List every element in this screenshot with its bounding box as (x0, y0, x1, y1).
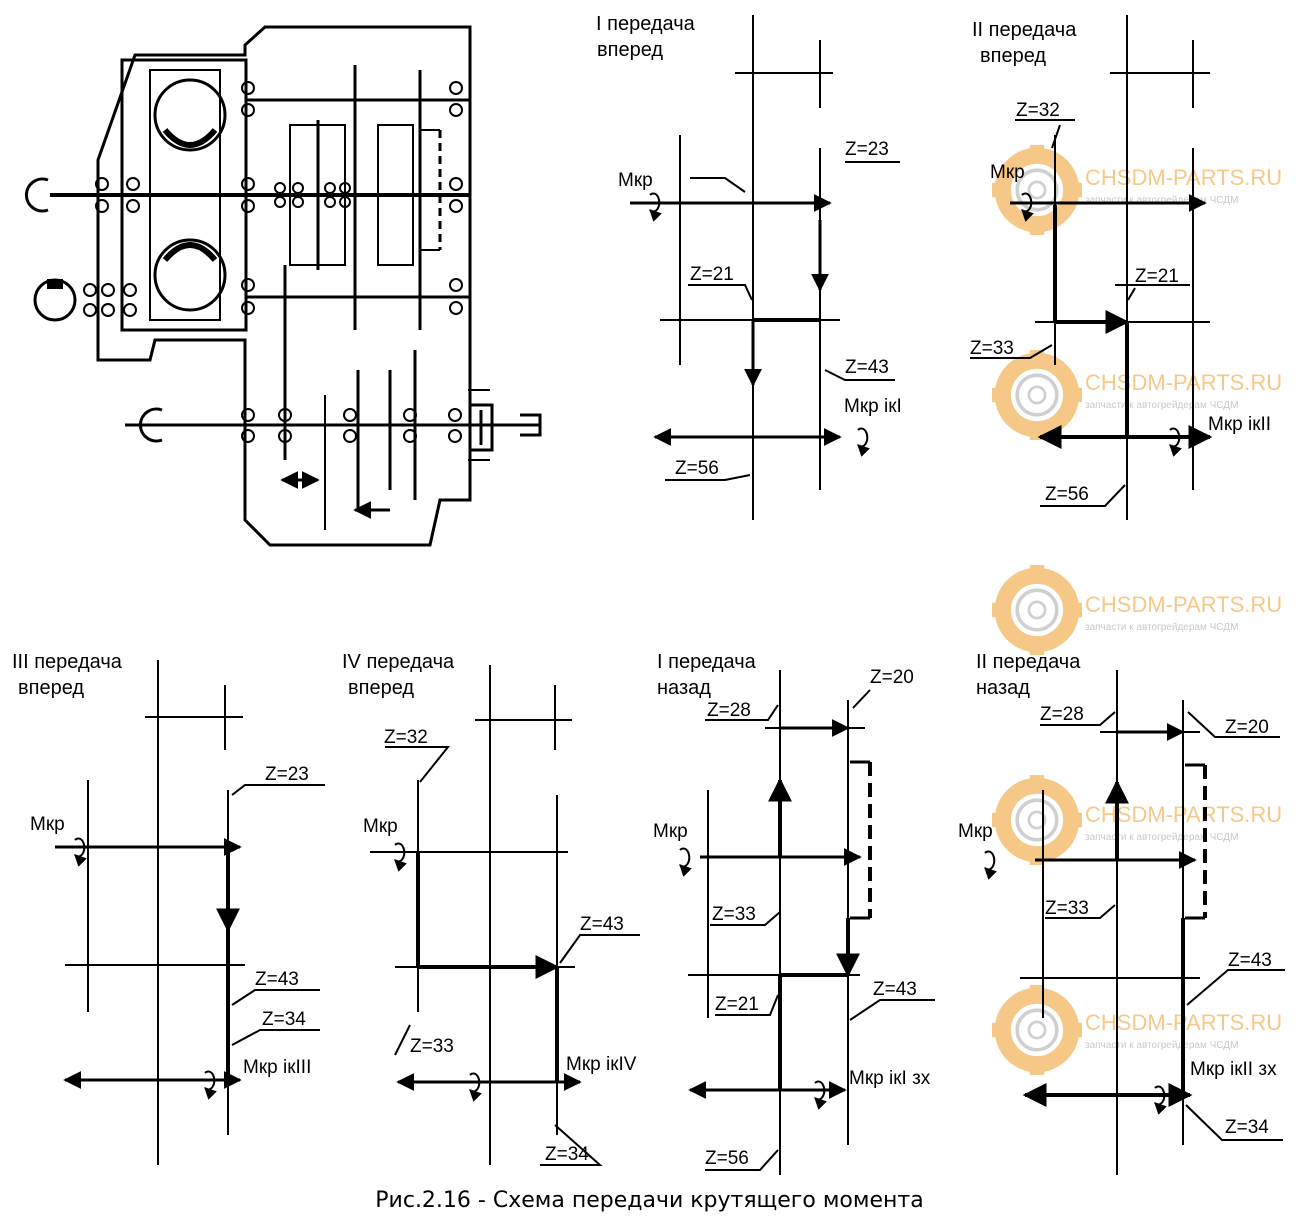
panel-4-gear-label: Z=43 (580, 914, 624, 935)
panel-6-gear-label: Z=33 (1045, 898, 1089, 919)
panel-6-gear-label: Z=34 (1225, 1117, 1269, 1138)
panel-1-title-line2: вперед (597, 39, 663, 61)
panel-6-gear-label: Z=28 (1040, 704, 1084, 725)
gear-logo-icon (992, 565, 1082, 655)
panel-4-title-line1: IV передача (342, 651, 455, 673)
panel-6-title-line2: назад (976, 677, 1030, 699)
panel-5-title-line1: I передача (657, 651, 757, 673)
panel-4-title-line2: вперед (348, 677, 414, 699)
gear-logo-icon (992, 350, 1082, 440)
torque-rotation-marks (74, 192, 1182, 1115)
panel-1-gear-label: Z=21 (690, 264, 734, 285)
panel-2-title-line2: вперед (980, 45, 1046, 67)
panel-1-gear-label: Z=56 (675, 458, 719, 479)
panel-5-gear-label: Z=28 (707, 700, 751, 721)
panel-1-torque-in: Мкр (618, 170, 653, 191)
panel-gear-2-forward (970, 15, 1213, 520)
panel-gear-2-reverse (1020, 670, 1285, 1175)
panel-5-gear-label: Z=21 (715, 994, 759, 1015)
panel-6-gear-label: Z=43 (1228, 950, 1272, 971)
panel-gear-4-forward-labels: IV передача вперед Мкр Мкр iкIV Z=32 Z=4… (342, 651, 637, 1165)
watermark-tagline: запчасти к автогрейдерам ЧСДМ (1085, 195, 1238, 206)
panel-5-gear-label: Z=43 (873, 979, 917, 1000)
panel-gear-4-forward (370, 665, 640, 1166)
watermark-2: CHSDM-PARTS.RU запчасти к автогрейдерам … (992, 350, 1282, 440)
panel-2-torque-out: Мкр iкII (1208, 414, 1271, 435)
panel-2-gear-label: Z=32 (1016, 100, 1060, 121)
panel-5-gear-label: Z=33 (712, 904, 756, 925)
gear-logo-icon (992, 775, 1082, 865)
panel-3-torque-in: Мкр (30, 814, 65, 835)
watermark-brand: CHSDM-PARTS.RU (1085, 592, 1282, 617)
watermark-tagline: запчасти к автогрейдерам ЧСДМ (1085, 400, 1238, 411)
watermark-1: CHSDM-PARTS.RU запчасти к автогрейдерам … (992, 145, 1282, 235)
panel-5-torque-out: Мкр iкI зх (849, 1068, 931, 1089)
panel-4-gear-label: Z=32 (384, 727, 428, 748)
panel-2-torque-in: Мкр (990, 162, 1025, 183)
watermark-brand: CHSDM-PARTS.RU (1085, 370, 1282, 395)
panel-gear-1-forward (630, 15, 900, 520)
panel-3-title-line1: III передача (12, 651, 123, 673)
panel-4-torque-in: Мкр (363, 816, 398, 837)
panel-gear-3-forward (55, 660, 325, 1165)
panel-gear-2-forward-labels: II передача вперед Мкр Мкр iкII Z=32 Z=2… (970, 19, 1271, 505)
panel-2-title-line1: II передача (972, 19, 1077, 41)
watermark-4: CHSDM-PARTS.RU запчасти к автогрейдерам … (992, 775, 1282, 865)
panel-1-torque-out: Мкр iкI (844, 396, 902, 417)
panel-4-gear-label: Z=34 (545, 1144, 589, 1165)
panel-1-gear-label: Z=23 (845, 139, 889, 160)
panel-6-title-line1: II передача (976, 651, 1081, 673)
panel-5-gear-label: Z=56 (705, 1148, 749, 1169)
panel-4-gear-label: Z=33 (410, 1036, 454, 1057)
panel-3-title-line2: вперед (18, 677, 84, 699)
panel-6-torque-out: Мкр iкII зх (1190, 1059, 1277, 1080)
panel-1-title-line1: I передача (596, 13, 696, 35)
panel-gear-1-forward-labels: I передача вперед Мкр Мкр iкI Z=23 Z=21 … (596, 13, 902, 479)
watermark-tagline: запчасти к автогрейдерам ЧСДМ (1085, 622, 1238, 633)
panel-2-gear-label: Z=56 (1045, 484, 1089, 505)
panel-gear-2-reverse-labels: II передача назад Мкр Мкр iкII зх Z=28 Z… (958, 651, 1277, 1138)
panel-gear-1-reverse-labels: I передача назад Мкр Мкр iкI зх Z=28 Z=2… (653, 651, 931, 1169)
panel-4-torque-out: Мкр iкIV (566, 1054, 637, 1075)
watermark-tagline: запчасти к автогрейдерам ЧСДМ (1085, 1040, 1238, 1051)
panel-3-torque-out: Мкр iкIII (243, 1057, 311, 1078)
panel-gear-3-forward-labels: III передача вперед Мкр Мкр iкIII Z=23 Z… (12, 651, 311, 1078)
panel-2-gear-label: Z=33 (970, 338, 1014, 359)
panel-5-torque-in: Мкр (653, 821, 688, 842)
panel-1-gear-label: Z=43 (845, 357, 889, 378)
panel-3-gear-label: Z=23 (265, 764, 309, 785)
panel-6-gear-label: Z=20 (1225, 717, 1269, 738)
watermark-brand: CHSDM-PARTS.RU (1085, 165, 1282, 190)
watermark-tagline: запчасти к автогрейдерам ЧСДМ (1085, 832, 1238, 843)
panel-gear-1-reverse (688, 670, 935, 1175)
gearbox-schematic (25, 25, 542, 547)
panel-3-gear-label: Z=34 (262, 1009, 306, 1030)
gear-logo-icon (992, 985, 1082, 1075)
panel-2-gear-label: Z=21 (1135, 266, 1179, 287)
panel-6-torque-in: Мкр (958, 821, 993, 842)
panel-5-title-line2: назад (657, 677, 711, 699)
panel-5-gear-label: Z=20 (870, 667, 914, 688)
panel-3-gear-label: Z=43 (255, 969, 299, 990)
gear-logo-icon (992, 145, 1082, 235)
watermark-3: CHSDM-PARTS.RU запчасти к автогрейдерам … (992, 565, 1282, 655)
figure-caption: Рис.2.16 - Схема передачи крутящего моме… (375, 1188, 924, 1213)
